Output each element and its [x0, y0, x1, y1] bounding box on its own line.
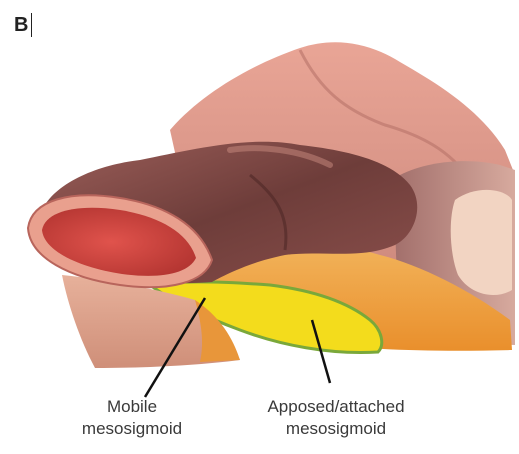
- panel-label: B: [14, 14, 28, 37]
- mobile-mesosigmoid-label: Mobile mesosigmoid: [62, 396, 202, 440]
- apposed-label-line1: Apposed/attached: [246, 396, 426, 418]
- text-caret: [31, 13, 32, 37]
- mobile-label-line1: Mobile: [62, 396, 202, 418]
- apposed-label-line2: mesosigmoid: [246, 418, 426, 440]
- mobile-label-line2: mesosigmoid: [62, 418, 202, 440]
- apposed-mesosigmoid-label: Apposed/attached mesosigmoid: [246, 396, 426, 440]
